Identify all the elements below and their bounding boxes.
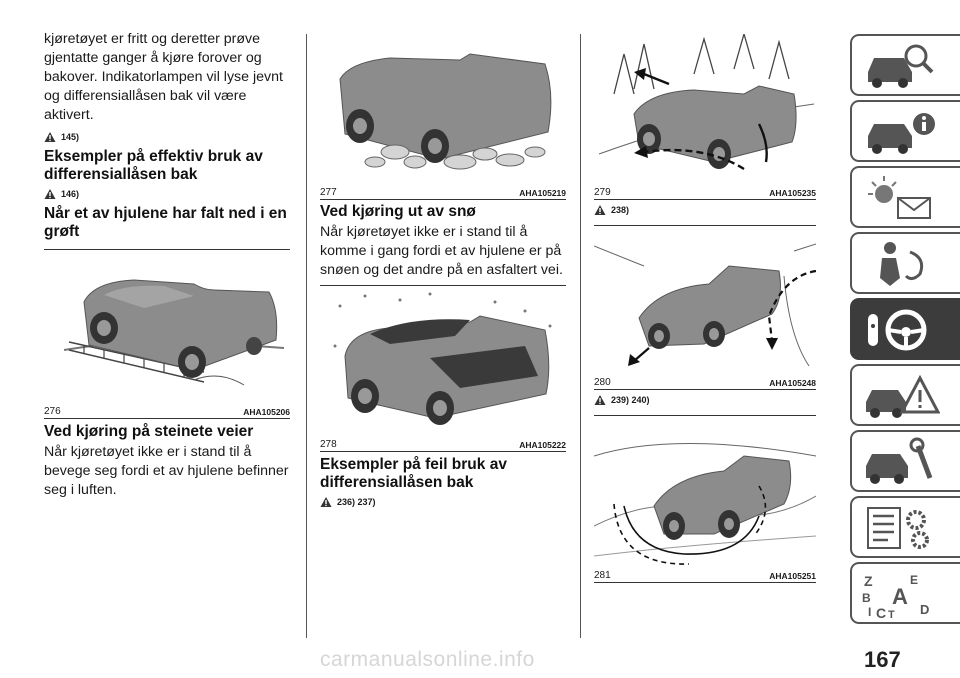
figure-281: 281 AHA105251 bbox=[594, 416, 816, 583]
figure-276: 276 AHA105206 bbox=[44, 250, 290, 419]
figure-278: 278 AHA105222 bbox=[320, 286, 566, 452]
truck-corner-illustration bbox=[594, 243, 816, 367]
tab-car-info[interactable] bbox=[850, 100, 960, 162]
snow-exit-paragraph: Når kjøretøyet ikke er i stand til å kom… bbox=[320, 224, 563, 278]
figure-caption: 279 AHA105235 bbox=[594, 187, 816, 200]
warning-triangle-icon bbox=[594, 205, 606, 215]
truck-snow-illustration bbox=[333, 292, 552, 425]
truck-ditch-illustration bbox=[63, 279, 285, 386]
svg-text:I: I bbox=[868, 605, 871, 619]
tab-technical-data[interactable] bbox=[850, 496, 960, 558]
tab-emergency[interactable] bbox=[850, 364, 960, 426]
svg-text:C: C bbox=[876, 605, 886, 620]
page-number: 167 bbox=[864, 647, 901, 672]
warning-triangle-icon bbox=[320, 497, 332, 507]
svg-text:A: A bbox=[892, 584, 908, 609]
car-warning-triangle-icon bbox=[866, 374, 940, 418]
column-1: kjøretøyet er fritt og deretter prøve gj… bbox=[44, 0, 290, 500]
car-wrench-icon bbox=[866, 437, 933, 484]
warning-ref-239-240: 239) 240) bbox=[594, 393, 816, 407]
warning-ref-238: 238) bbox=[594, 203, 816, 217]
warning-triangle-icon bbox=[44, 189, 56, 199]
svg-text:E: E bbox=[910, 573, 918, 587]
warning-triangle-icon bbox=[44, 132, 56, 142]
heading-wheel-in-ditch: Når et av hjulene har falt ned i en grøf… bbox=[44, 205, 287, 240]
figure-caption: 280 AHA105248 bbox=[594, 377, 816, 390]
warning-triangle-icon bbox=[594, 395, 606, 405]
tab-starting-driving[interactable] bbox=[850, 298, 960, 360]
tab-maintenance[interactable] bbox=[850, 430, 960, 492]
watermark: carmanualsonline.info bbox=[320, 648, 535, 671]
tab-safety[interactable] bbox=[850, 232, 960, 294]
heading-wrong-use: Eksempler på feil bruk av differensiallå… bbox=[320, 456, 507, 491]
car-search-icon bbox=[868, 44, 934, 88]
heading-rocky-roads: Ved kjøring på steinete veier bbox=[44, 423, 254, 440]
car-info-icon bbox=[868, 113, 935, 154]
warning-ref-145: 145) bbox=[44, 130, 290, 144]
column-3: 279 AHA105235 238) 280 AHA105248 239) 24… bbox=[594, 0, 816, 583]
figure-280: 280 AHA105248 bbox=[594, 226, 816, 390]
svg-text:D: D bbox=[920, 602, 929, 617]
heading-snow-exit: Ved kjøring ut av snø bbox=[320, 203, 476, 220]
figure-caption: 281 AHA105251 bbox=[594, 570, 816, 583]
airbag-person-icon bbox=[880, 242, 924, 286]
warning-ref-146: 146) bbox=[44, 187, 290, 201]
key-steering-wheel-icon bbox=[868, 309, 927, 351]
truck-mountain-road-illustration bbox=[598, 34, 815, 171]
alphabet-index-icon: Z E B A I C T D bbox=[862, 573, 929, 620]
svg-text:B: B bbox=[862, 591, 871, 605]
tab-car-search[interactable] bbox=[850, 34, 960, 96]
svg-text:T: T bbox=[888, 609, 895, 620]
truck-rocks-illustration bbox=[339, 53, 552, 170]
tab-warning-lights[interactable] bbox=[850, 166, 960, 228]
column-2: 277 AHA105219 Ved kjøring ut av snø Når … bbox=[320, 0, 566, 509]
warning-ref-236-237: 236) 237) bbox=[320, 495, 566, 509]
figure-caption: 278 AHA105222 bbox=[320, 439, 566, 452]
heading-effective-use: Eksempler på effektiv bruk av differensi… bbox=[44, 148, 263, 183]
intro-paragraph: kjøretøyet er fritt og deretter prøve gj… bbox=[44, 31, 283, 123]
tab-index[interactable]: Z E B A I C T D bbox=[850, 562, 960, 624]
chapter-tabs: Z E B A I C T D bbox=[850, 34, 960, 628]
truck-curve-snow-illustration bbox=[594, 443, 816, 565]
figure-caption: 277 AHA105219 bbox=[320, 187, 566, 200]
warning-light-envelope-icon bbox=[868, 176, 931, 219]
list-gears-icon bbox=[867, 507, 929, 549]
svg-text:Z: Z bbox=[864, 573, 873, 589]
figure-279: 279 AHA105235 bbox=[594, 34, 816, 200]
figure-caption: 276 AHA105206 bbox=[44, 406, 290, 419]
figure-277: 277 AHA105219 bbox=[320, 34, 566, 200]
rocky-roads-paragraph: Når kjøretøyet ikke er i stand til å bev… bbox=[44, 444, 289, 498]
